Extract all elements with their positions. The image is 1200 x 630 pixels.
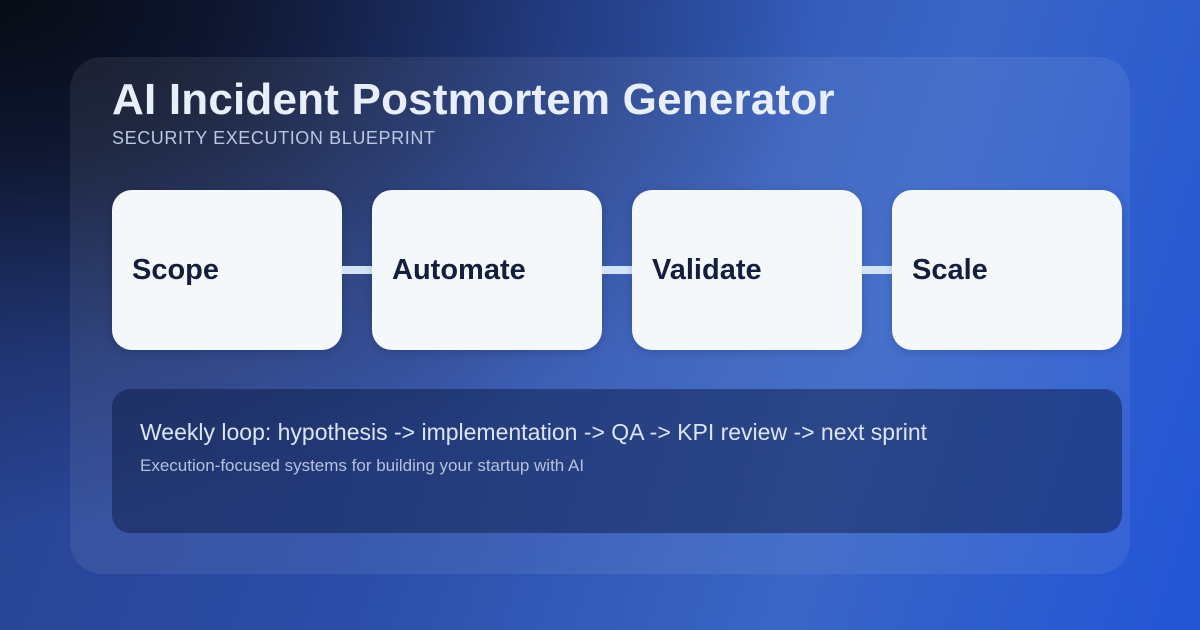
step-card-scope: Scope xyxy=(112,190,342,350)
step-card-automate: Automate xyxy=(372,190,602,350)
tagline-text: Execution-focused systems for building y… xyxy=(140,456,585,475)
step-label: Scale xyxy=(912,253,988,286)
flow-connector xyxy=(602,266,632,274)
step-card-scale: Scale xyxy=(892,190,1122,350)
step-label: Automate xyxy=(392,253,526,286)
step-label: Scope xyxy=(132,253,220,286)
page-subtitle: SECURITY EXECUTION BLUEPRINT xyxy=(112,128,436,148)
flow-connector xyxy=(862,266,892,274)
step-card-validate: Validate xyxy=(632,190,862,350)
step-label: Validate xyxy=(652,253,762,286)
main-panel: AI Incident Postmortem Generator SECURIT… xyxy=(70,57,1130,574)
process-flow: Scope Automate Validate Scale xyxy=(112,190,1122,350)
page-title: AI Incident Postmortem Generator xyxy=(112,75,835,124)
flow-connector xyxy=(342,266,372,274)
weekly-loop-text: Weekly loop: hypothesis -> implementatio… xyxy=(140,419,928,445)
weekly-loop-box: Weekly loop: hypothesis -> implementatio… xyxy=(112,389,1122,533)
